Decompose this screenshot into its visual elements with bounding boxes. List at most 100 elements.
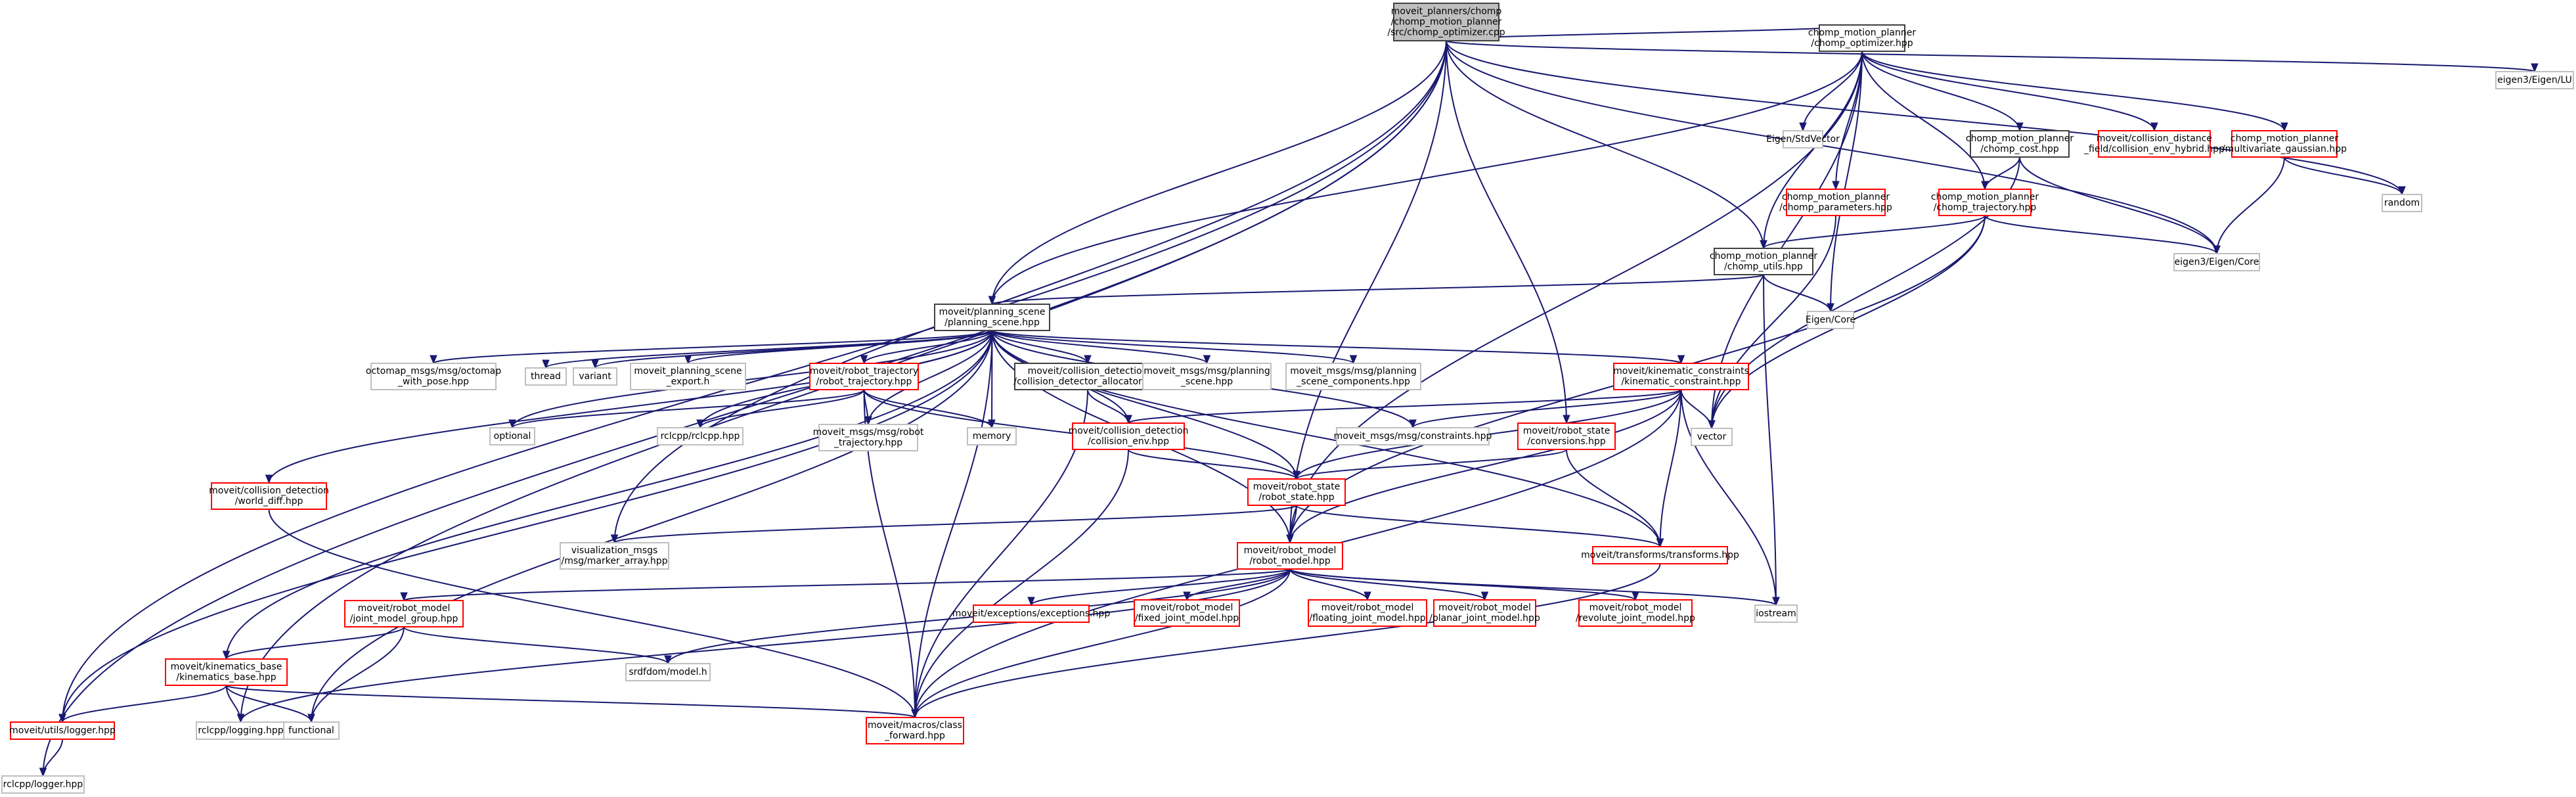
node-msg-planning-scene-components: moveit_msgs/msg/planning_scene_component…: [1285, 363, 1421, 390]
node-box: [1336, 427, 1490, 445]
node-moveit-logger[interactable]: moveit/utils/logger.hpp: [9, 721, 116, 740]
arrowhead-icon: [1656, 538, 1664, 548]
arrowhead-icon: [400, 592, 408, 602]
node-box: [283, 721, 340, 740]
node-collision-detector-allocator[interactable]: moveit/collision_detection/collision_det…: [1013, 363, 1162, 390]
node-box: [2231, 130, 2338, 158]
edge-robot_model-to-floating_joint: [1289, 568, 1368, 601]
node-optional: optional: [489, 427, 535, 445]
arrowhead-icon: [2531, 63, 2539, 73]
node-label: moveit/collision_distance: [2097, 133, 2212, 144]
edge-planning_scene-to-robot_trajectory: [863, 330, 993, 364]
edge-kinematic_constraint-to-msg_constraints: [1412, 389, 1682, 428]
edge-chomp_utils-to-iostream: [1763, 274, 1777, 606]
node-revolute-joint[interactable]: moveit/robot_model/revolute_joint_model.…: [1576, 599, 1695, 627]
node-box: [489, 427, 535, 445]
node-world-diff[interactable]: moveit/collision_detection/world_diff.hp…: [209, 482, 329, 510]
node-box: [196, 721, 286, 740]
node-chomp-optimizer-hpp[interactable]: chomp_motion_planner/chomp_optimizer.hpp: [1808, 24, 1916, 52]
edge-planning_scene-to-collision_detector_allocator: [991, 330, 1088, 364]
edge-robot_state-to-transforms: [1296, 505, 1661, 547]
node-thread: thread: [525, 367, 567, 386]
node-label: _export.h: [666, 376, 710, 387]
node-box: [344, 600, 464, 627]
edge-multivariate_gaussian-to-random: [2284, 156, 2403, 195]
edge-root-to-marker_array: [613, 40, 1447, 543]
arrowhead-icon: [236, 714, 245, 723]
edge-kinematic_constraint-to-iostream: [1680, 389, 1777, 606]
arrowhead-icon: [1293, 470, 1300, 480]
edge-joint_model_group-to-kinematics_base: [225, 626, 405, 660]
node-label: moveit/kinematic_constraints: [1613, 366, 1749, 376]
node-memory: memory: [967, 427, 1017, 445]
node-collision-env[interactable]: moveit/collision_detection/collision_env…: [1069, 422, 1189, 450]
node-label: eigen3/Eigen/Core: [2175, 257, 2259, 267]
node-label: vector: [1697, 432, 1727, 442]
node-exceptions[interactable]: moveit/exceptions/exceptions.hpp: [952, 604, 1111, 623]
node-label: /world_diff.hpp: [235, 496, 303, 507]
edge-planning_scene-to-kinematic_constraint: [991, 330, 1682, 364]
edge-chomp_cost_hpp-to-eigen3_core: [2019, 156, 2217, 254]
node-fixed-joint[interactable]: moveit/robot_model/fixed_joint_model.hpp: [1134, 599, 1240, 627]
node-msg-constraints: moveit_msgs/msg/constraints.hpp: [1334, 427, 1492, 445]
node-label: /robot_model.hpp: [1249, 556, 1330, 566]
node-box: [1691, 428, 1733, 446]
node-label: functional: [288, 725, 334, 736]
node-label: /src/chomp_optimizer.cpp: [1387, 28, 1505, 38]
arrowhead-icon: [1084, 355, 1092, 365]
node-chomp-utils[interactable]: chomp_motion_planner/chomp_utils.hpp: [1710, 248, 1817, 275]
edge-planning_scene-to-planning_scene_export: [687, 330, 993, 364]
node-box: [818, 424, 918, 451]
node-label: moveit_msgs/msg/robot: [813, 427, 924, 438]
node-joint-model-group[interactable]: moveit/robot_model/joint_model_group.hpp: [344, 600, 464, 627]
node-box: [1237, 542, 1343, 570]
node-label: _trajectory.hpp: [833, 438, 902, 448]
edge-planning_scene-to-moveit_logger: [62, 330, 993, 723]
arrowhead-icon: [1480, 591, 1489, 601]
node-label: /floating_joint_model.hpp: [1309, 613, 1425, 624]
node-kinematic-constraint[interactable]: moveit/kinematic_constraints/kinematic_c…: [1613, 363, 1749, 390]
node-kinematics-base[interactable]: moveit/kinematics_base/kinematics_base.h…: [165, 658, 288, 686]
node-box: [1783, 130, 1823, 148]
edge-planning_scene-to-msg_robot_trajectory: [868, 330, 993, 425]
arrowhead-icon: [1286, 534, 1294, 544]
node-box: [2495, 71, 2574, 89]
edge-root-to-conversions: [1446, 40, 1567, 424]
edge-chomp_optimizer_hpp-to-planning_scene: [991, 51, 1863, 305]
node-chomp-parameters[interactable]: chomp_motion_planner/chomp_parameters.hp…: [1779, 189, 1892, 216]
node-planning-scene[interactable]: moveit/planning_scene/planning_scene.hpp: [934, 304, 1050, 331]
node-label: thread: [531, 371, 561, 382]
node-floating-joint[interactable]: moveit/robot_model/floating_joint_model.…: [1308, 599, 1427, 627]
node-chomp-trajectory[interactable]: chomp_motion_planner/chomp_trajectory.hp…: [1931, 189, 2039, 216]
node-transforms[interactable]: moveit/transforms/transforms.hpp: [1581, 546, 1739, 564]
node-box: [1072, 422, 1185, 450]
node-class-forward[interactable]: moveit/macros/class_forward.hpp: [866, 717, 964, 744]
arrowhead-icon: [988, 419, 996, 429]
node-marker-array: visualization_msgs/msg/marker_array.hpp: [560, 542, 669, 570]
arrowhead-icon: [1203, 355, 1211, 365]
node-rclcpp-logger: rclcpp/logger.hpp: [1, 775, 85, 794]
arrowhead-icon: [222, 650, 231, 660]
edge-planning_scene-to-kinematics_base: [225, 330, 993, 660]
edge-planning_scene-to-world_diff: [268, 330, 993, 484]
node-label: /kinematic_constraint.hpp: [1621, 376, 1741, 387]
node-box: [809, 363, 919, 390]
node-robot-model[interactable]: moveit/robot_model/robot_model.hpp: [1237, 542, 1343, 570]
node-box: [1807, 311, 1854, 329]
node-robot-state[interactable]: moveit/robot_state/robot_state.hpp: [1247, 478, 1346, 506]
arrowhead-icon: [664, 655, 672, 665]
node-label: _scene_components.hpp: [1296, 376, 1410, 387]
arrowhead-icon: [610, 534, 619, 544]
node-multivariate-gaussian[interactable]: chomp_motion_planner/multivariate_gaussi…: [2222, 130, 2347, 158]
arrowhead-icon: [1349, 355, 1358, 365]
node-root[interactable]: moveit_planners/chomp/chomp_motion_plann…: [1387, 3, 1505, 41]
edge-moveit_logger-to-rclcpp_logger: [42, 739, 63, 777]
edge-root-to-eigen3_core: [1446, 40, 2217, 254]
edge-chomp_parameters-to-vector: [1711, 215, 1836, 429]
node-collision-env-hybrid[interactable]: moveit/collision_distance_field/collisio…: [2083, 130, 2225, 158]
node-chomp-cost-hpp[interactable]: chomp_motion_planner/chomp_cost.hpp: [1966, 130, 2074, 158]
arrowhead-icon: [1760, 240, 1767, 250]
node-planar-joint[interactable]: moveit/robot_model/planar_joint_model.hp…: [1429, 599, 1540, 627]
node-conversions[interactable]: moveit/robot_state/conversions.hpp: [1517, 422, 1616, 450]
node-robot-trajectory[interactable]: moveit/robot_trajectory/robot_trajectory…: [809, 363, 919, 390]
